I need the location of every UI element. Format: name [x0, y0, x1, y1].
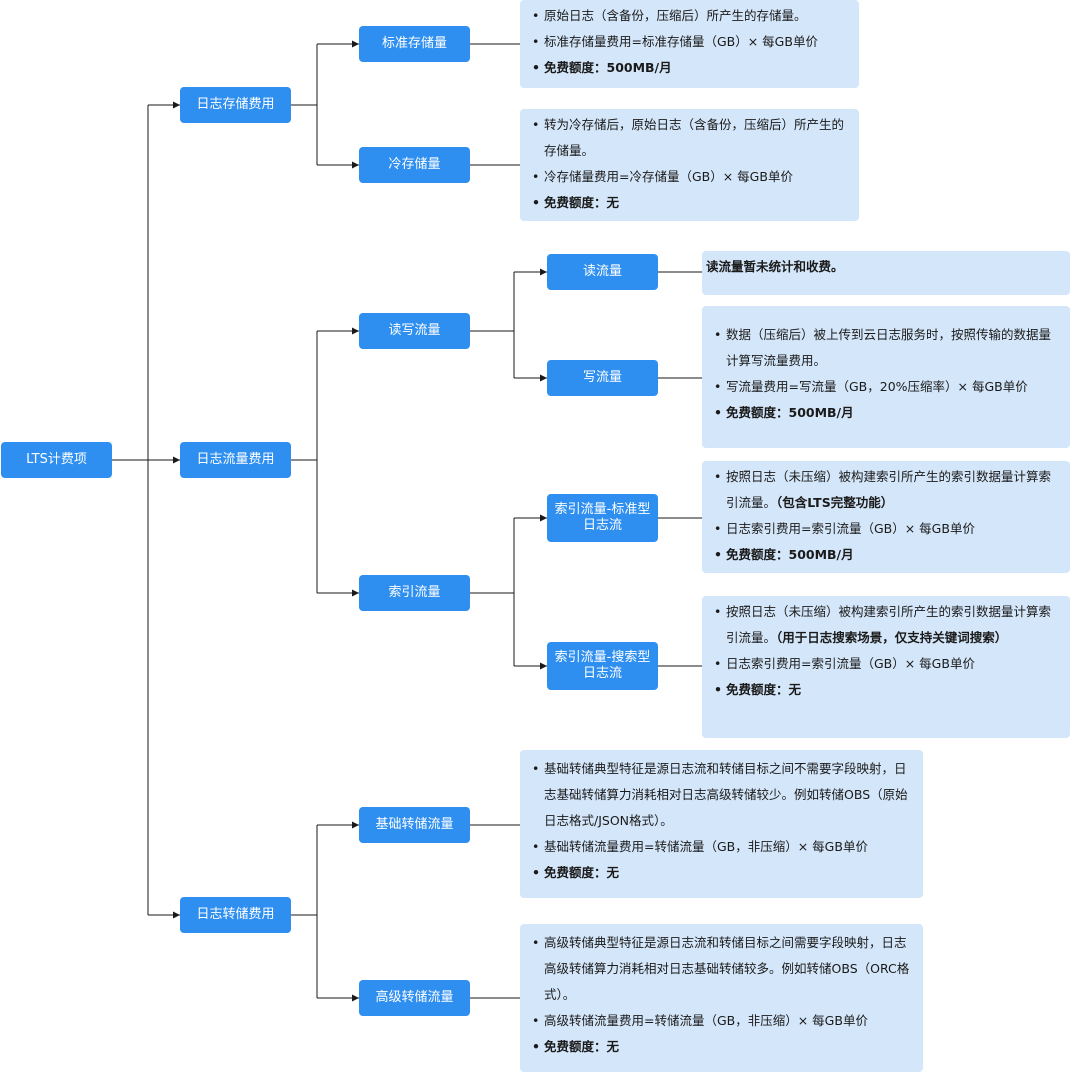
write-traffic-note: 数据（压缩后）被上传到云日志服务时，按照传输的数据量计算写流量费用。 写流量费用… — [702, 306, 1070, 448]
cold-storage-node: 冷存储量 — [359, 147, 470, 183]
traffic-fee-node: 日志流量费用 — [180, 442, 291, 478]
storage-fee-node: 日志存储费用 — [180, 87, 291, 123]
basic-transfer-node: 基础转储流量 — [359, 807, 470, 843]
note-text: 按照日志（未压缩）被构建索引所产生的索引数据量计算索引流量。 — [726, 469, 1052, 510]
note-line: 高级转储流量费用=转储流量（GB，非压缩）× 每GB单价 — [532, 1008, 915, 1034]
transfer-fee-node: 日志转储费用 — [180, 897, 291, 933]
note-free-quota: 免费额度：500MB/月 — [532, 55, 851, 81]
note-free-quota: 免费额度：无 — [714, 677, 1062, 703]
index-standard-note: 按照日志（未压缩）被构建索引所产生的索引数据量计算索引流量。（包含LTS完整功能… — [702, 461, 1070, 573]
note-emphasis: （用于日志搜索场景，仅支持关键词搜索） — [776, 630, 1008, 645]
note-line: 写流量费用=写流量（GB，20%压缩率）× 每GB单价 — [714, 374, 1062, 400]
advanced-transfer-note: 高级转储典型特征是源日志流和转储目标之间需要字段映射，日志高级转储算力消耗相对日… — [520, 924, 923, 1072]
index-traffic-node: 索引流量 — [359, 575, 470, 611]
write-traffic-node: 写流量 — [547, 360, 658, 396]
note-line: 日志索引费用=索引流量（GB）× 每GB单价 — [714, 651, 1062, 677]
index-search-note: 按照日志（未压缩）被构建索引所产生的索引数据量计算索引流量。（用于日志搜索场景，… — [702, 596, 1070, 738]
read-traffic-node: 读流量 — [547, 254, 658, 290]
advanced-transfer-node: 高级转储流量 — [359, 980, 470, 1016]
note-line: 基础转储流量费用=转储流量（GB，非压缩）× 每GB单价 — [532, 834, 915, 860]
note-line: 按照日志（未压缩）被构建索引所产生的索引数据量计算索引流量。（用于日志搜索场景，… — [714, 599, 1062, 651]
note-emphasis: （包含LTS完整功能） — [776, 495, 894, 510]
read-traffic-note: 读流量暂未统计和收费。 — [702, 251, 1070, 295]
standard-storage-note: 原始日志（含备份，压缩后）所产生的存储量。 标准存储量费用=标准存储量（GB）×… — [520, 0, 859, 88]
note-line: 日志索引费用=索引流量（GB）× 每GB单价 — [714, 516, 1062, 542]
root-node: LTS计费项 — [1, 442, 112, 478]
note-line: 按照日志（未压缩）被构建索引所产生的索引数据量计算索引流量。（包含LTS完整功能… — [714, 464, 1062, 516]
standard-storage-node: 标准存储量 — [359, 26, 470, 62]
note-free-quota: 免费额度：无 — [532, 190, 851, 216]
note-line: 读流量暂未统计和收费。 — [706, 259, 844, 274]
note-free-quota: 免费额度：500MB/月 — [714, 400, 1062, 426]
basic-transfer-note: 基础转储典型特征是源日志流和转储目标之间不需要字段映射，日志基础转储算力消耗相对… — [520, 750, 923, 898]
note-line: 转为冷存储后，原始日志（含备份，压缩后）所产生的存储量。 — [532, 112, 851, 164]
note-text: 按照日志（未压缩）被构建索引所产生的索引数据量计算索引流量。 — [726, 604, 1052, 645]
cold-storage-note: 转为冷存储后，原始日志（含备份，压缩后）所产生的存储量。 冷存储量费用=冷存储量… — [520, 109, 859, 221]
note-free-quota: 免费额度：无 — [532, 1034, 915, 1060]
note-line: 冷存储量费用=冷存储量（GB）× 每GB单价 — [532, 164, 851, 190]
note-free-quota: 免费额度：无 — [532, 860, 915, 886]
note-line: 数据（压缩后）被上传到云日志服务时，按照传输的数据量计算写流量费用。 — [714, 322, 1062, 374]
note-line: 基础转储典型特征是源日志流和转储目标之间不需要字段映射，日志基础转储算力消耗相对… — [532, 756, 915, 834]
note-line: 高级转储典型特征是源日志流和转储目标之间需要字段映射，日志高级转储算力消耗相对日… — [532, 930, 915, 1008]
note-free-quota: 免费额度：500MB/月 — [714, 542, 1062, 568]
note-line: 原始日志（含备份，压缩后）所产生的存储量。 — [532, 3, 851, 29]
index-search-node: 索引流量-搜索型日志流 — [547, 642, 658, 690]
rw-traffic-node: 读写流量 — [359, 313, 470, 349]
note-line: 标准存储量费用=标准存储量（GB）× 每GB单价 — [532, 29, 851, 55]
index-standard-node: 索引流量-标准型日志流 — [547, 494, 658, 542]
